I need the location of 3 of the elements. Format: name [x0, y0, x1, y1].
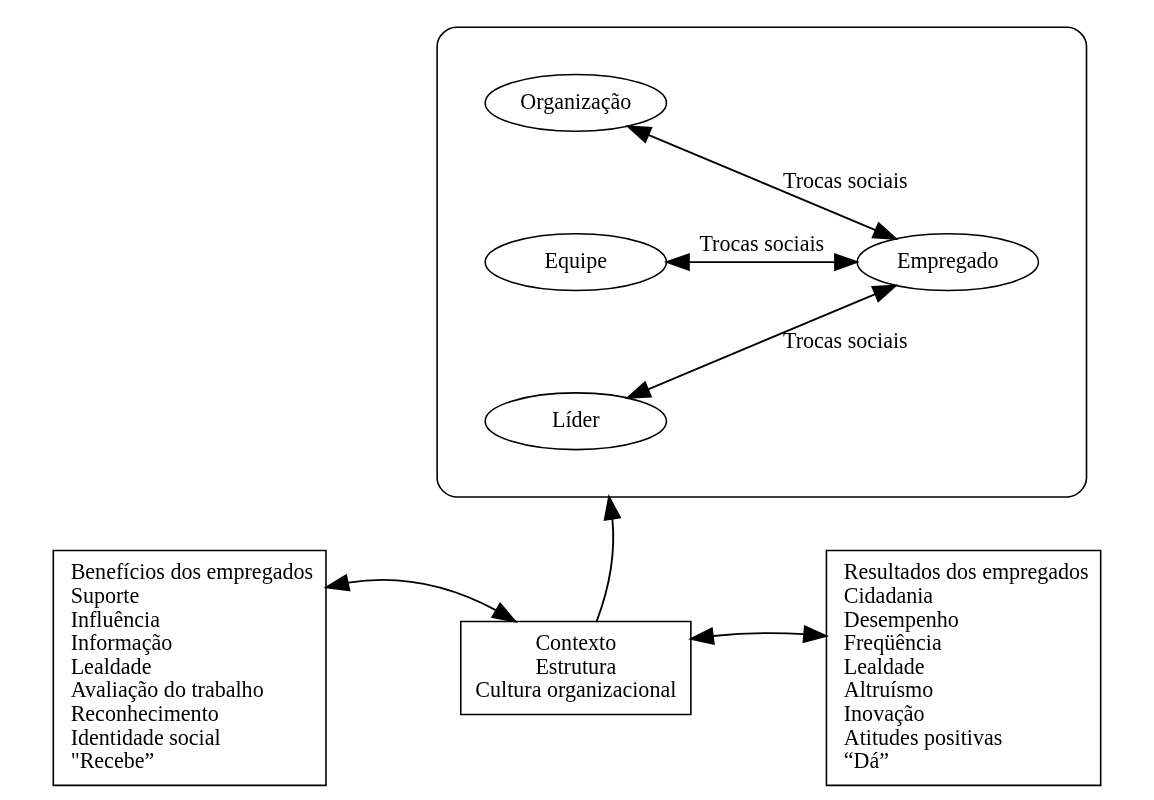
- edge-label: Trocas sociais: [782, 327, 908, 353]
- edge-label: Trocas sociais: [782, 168, 908, 194]
- edge-label: Trocas sociais: [699, 231, 825, 257]
